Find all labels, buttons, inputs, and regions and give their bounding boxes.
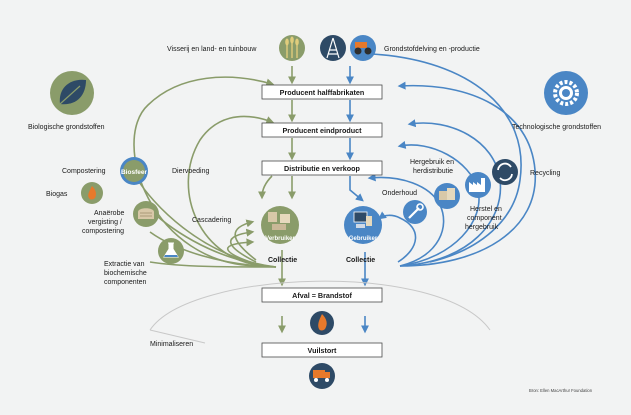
svg-text:Vuilstort: Vuilstort <box>308 346 337 355</box>
garbage-truck-icon <box>309 363 335 389</box>
animal-feed-label: Diervoeding <box>172 168 209 175</box>
svg-text:Verbruiker: Verbruiker <box>265 236 295 242</box>
composting-label: Compostering <box>62 168 106 175</box>
maintenance-label: Onderhoud <box>382 190 417 197</box>
digester-icon <box>133 201 159 227</box>
reuse-label-1: Hergebruik en <box>410 159 454 166</box>
source-credit: Bron: Ellen MacArthur Foundation <box>529 388 593 393</box>
tractor-icon <box>350 35 376 61</box>
input-tech-label: Grondstofdelving en -productie <box>384 46 480 53</box>
biosphere-badge: Biosfeer <box>120 157 148 185</box>
svg-text:Gebruiker: Gebruiker <box>349 236 378 242</box>
box-landfill: Vuilstort <box>261 342 383 358</box>
box-distribution-retail: Distributie en verkoop <box>261 160 383 176</box>
refurbish-label-3: hergebruik <box>465 224 499 231</box>
box-final-producer: Producent eindproduct <box>261 122 383 138</box>
refurbish-label-1: Herstel en <box>470 206 502 213</box>
flask-icon <box>158 238 184 264</box>
flame-icon <box>310 311 334 335</box>
reuse-label-2: herdistributie <box>413 168 453 175</box>
biogas-label: Biogas <box>46 191 68 198</box>
svg-text:Distributie en verkoop: Distributie en verkoop <box>284 164 360 173</box>
svg-text:Biosfeer: Biosfeer <box>121 169 147 176</box>
tech-title: Technologische grondstoffen <box>512 124 601 131</box>
gear-icon <box>544 71 588 115</box>
bio-title: Biologische grondstoffen <box>28 124 105 131</box>
extraction-label-3: componenten <box>104 279 147 286</box>
recycling-label: Recycling <box>530 170 560 177</box>
wrench-icon <box>403 200 427 224</box>
consumer-icon: Verbruiker <box>261 206 299 244</box>
box-semi-finished-producer: Producent halffabrikaten <box>261 84 383 100</box>
svg-text:Producent eindproduct: Producent eindproduct <box>282 126 362 135</box>
minimise-arc <box>149 280 491 331</box>
refurbish-label-2: component <box>467 215 502 222</box>
bio-collection-label: Collectie <box>268 257 297 264</box>
oil-derrick-icon <box>320 35 346 61</box>
boxes-icon <box>434 183 460 209</box>
input-bio-label: Visserij en land- en tuinbouw <box>167 46 257 53</box>
tech-collection-label: Collectie <box>346 257 375 264</box>
factory-icon <box>465 172 491 198</box>
cascading-label: Cascadering <box>192 217 231 224</box>
user-computer-icon: Gebruiker <box>344 206 382 244</box>
wheat-icon <box>279 35 305 61</box>
anaerobic-label-1: Anaërobe <box>94 210 124 217</box>
minimise-label: Minimaliseren <box>150 341 193 348</box>
svg-text:Afval = Brandstof: Afval = Brandstof <box>292 291 352 300</box>
flame-icon <box>81 182 103 204</box>
extraction-label-1: Extractie van <box>104 261 145 268</box>
anaerobic-label-3: compostering <box>82 228 124 235</box>
box-waste-fuel: Afval = Brandstof <box>261 287 383 303</box>
leaf-icon <box>50 71 94 115</box>
anaerobic-label-2: vergisting / <box>88 219 122 226</box>
svg-text:Producent halffabrikaten: Producent halffabrikaten <box>280 88 365 97</box>
recycle-icon <box>492 159 518 185</box>
extraction-label-2: biochemische <box>104 270 147 277</box>
